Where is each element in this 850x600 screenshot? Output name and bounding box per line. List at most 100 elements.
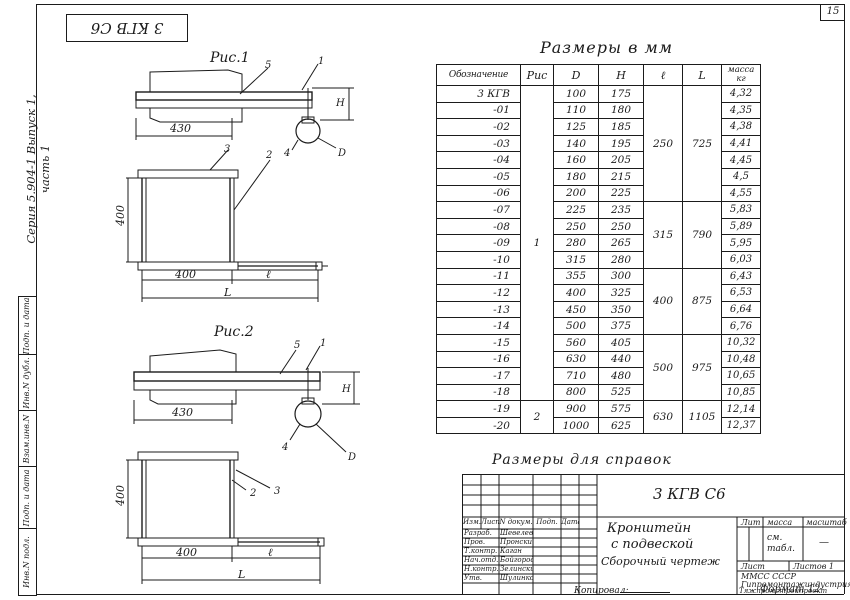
cell-designation: -11 [436, 267, 521, 286]
tb-name-line1: Кронштейн [607, 521, 692, 536]
sizes-title: Размеры в мм [540, 38, 674, 57]
tb-role: Утв. [464, 574, 482, 582]
cell-mass: 4,5 [721, 167, 761, 186]
fig1-clamp-ring [295, 118, 321, 144]
cell-designation: -17 [436, 367, 521, 385]
fig2-clamp-bolt [301, 397, 315, 405]
tb-role: Разраб. [464, 529, 492, 537]
cell-designation: -19 [436, 400, 521, 418]
format-label: Формат 12 [760, 584, 821, 595]
tb-col-mass: масса [767, 518, 793, 527]
fig2-beam [133, 371, 321, 382]
fig2-plan-top-channel [137, 451, 239, 461]
cell-designation: -15 [436, 333, 521, 352]
cell-d: 110 [553, 101, 599, 120]
cell-h: 480 [598, 367, 644, 385]
cell-h: 185 [598, 118, 644, 136]
cell-designation: -01 [436, 101, 521, 120]
fig2-plan-dim-400: 400 [175, 546, 197, 559]
frame-right-border [844, 4, 845, 594]
cell-h: 575 [598, 400, 644, 418]
cell-mass: 6,03 [721, 250, 761, 269]
cell-d: 200 [553, 184, 599, 203]
cell-L: 790 [682, 201, 722, 269]
fig1-plan [126, 149, 328, 302]
tb-person-name: Шулинков [500, 574, 533, 582]
cell-d: 560 [553, 333, 599, 352]
fig1-leader-1 [301, 63, 319, 91]
cell-h: 440 [598, 350, 644, 369]
tb-name-line2: с подвеской [611, 537, 694, 552]
cell-L: 975 [682, 333, 722, 402]
th-fig: Рис [520, 64, 554, 86]
th-l: ℓ [643, 64, 683, 86]
side-stamp-cell: Подп. и дата [18, 466, 36, 528]
tb-role: Н.контр. [464, 565, 498, 573]
fig2-clamp-ring [294, 400, 322, 428]
cell-d: 630 [553, 350, 599, 369]
cell-L: 1105 [682, 400, 722, 435]
fig2-elevation [133, 345, 360, 453]
cell-designation: -06 [436, 184, 521, 203]
fig2-plan-dim-l: ℓ [268, 546, 273, 559]
side-stamp-cell: Взам.инв.N [18, 410, 36, 466]
cell-mass: 10,65 [721, 367, 761, 385]
fig2-label: Рис.2 [213, 324, 254, 340]
cell-d: 400 [553, 284, 599, 302]
cell-L: 725 [682, 84, 722, 203]
tb-role: Пров. [464, 538, 486, 546]
cell-designation: -02 [436, 118, 521, 136]
fig2-plan-dim-L: L [237, 568, 245, 581]
cell-fig: 2 [520, 400, 554, 435]
tb-code: 3 КГВ С6 [653, 485, 726, 503]
tb-sheet-label: Лист [741, 562, 765, 571]
cell-l: 400 [643, 267, 683, 335]
fig1-beam-lower [135, 99, 313, 109]
fig1-plan-callout-3: 3 [224, 144, 230, 155]
tb-person-name: Пронский [500, 538, 533, 546]
fig1-clamp-bolt [301, 116, 315, 124]
cell-mass: 4,32 [721, 85, 761, 103]
cell-d: 125 [553, 118, 599, 136]
fig1-callout-1: 1 [318, 56, 324, 67]
tb-head-cell: Дата [561, 518, 579, 526]
fig2-plan-callout-3: 3 [274, 486, 280, 497]
tb-role: Т.контр. [464, 547, 498, 555]
th-L: L [682, 64, 722, 86]
side-stamp-cell: Инв.N дубл. [18, 354, 36, 410]
fig2-leader-4 [289, 423, 301, 441]
cell-h: 300 [598, 267, 644, 286]
tb-person-name: Шевелева [500, 529, 533, 537]
cell-designation: -05 [436, 167, 521, 186]
page-number-box: 15 [820, 4, 845, 21]
th-designation: Обозначение [436, 64, 521, 86]
fig2-plan-dim-400v: 400 [114, 485, 127, 507]
cell-d: 500 [553, 317, 599, 335]
copied-signature [620, 582, 670, 593]
cell-d: 450 [553, 300, 599, 319]
fig2-block-top [149, 349, 237, 373]
cell-designation: -08 [436, 217, 521, 236]
page-number: 15 [826, 6, 840, 17]
spec-table-header: Обозначение Рис D H ℓ L масса кг [436, 64, 761, 86]
cell-mass: 4,55 [721, 184, 761, 203]
cell-h: 350 [598, 300, 644, 319]
cell-h: 375 [598, 317, 644, 335]
fig1-callout-5: 5 [265, 60, 271, 71]
cell-l: 315 [643, 201, 683, 269]
cell-mass: 5,89 [721, 217, 761, 236]
fig1-leader-4 [291, 139, 299, 151]
reference-note: Размеры для справок [492, 452, 672, 468]
cell-d: 140 [553, 134, 599, 153]
tb-person-name: Зелинский [500, 565, 533, 573]
cell-designation: -13 [436, 300, 521, 319]
fig1-block-bottom [149, 107, 243, 123]
fig2-leader-1 [305, 345, 321, 371]
tb-name-line3: Сборочный чертеж [601, 555, 720, 568]
